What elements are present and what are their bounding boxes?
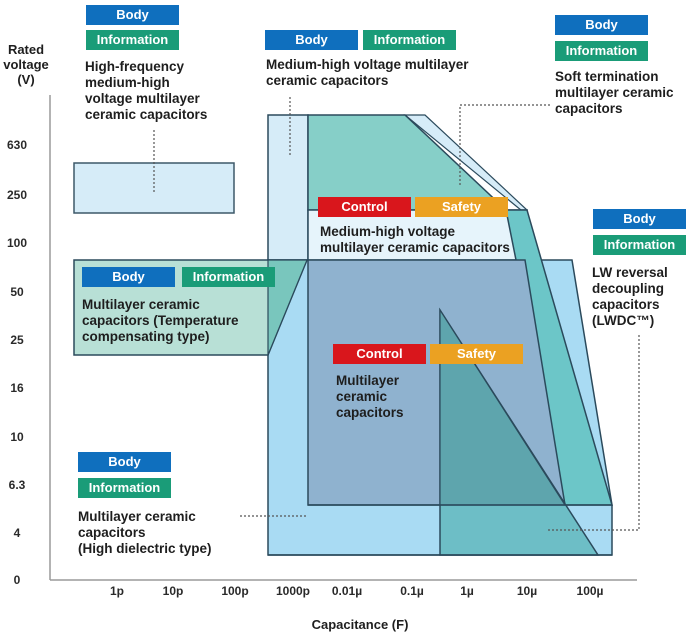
information-tag[interactable]: Information [555, 41, 648, 61]
information-tag[interactable]: Information [86, 30, 179, 50]
label-high-dielectric: Multilayer ceramic capacitors (High diel… [78, 509, 212, 556]
x-tick: 0.1µ [400, 584, 424, 598]
body-tag[interactable]: Body [593, 209, 686, 229]
information-tag[interactable]: Information [593, 235, 686, 255]
label-soft-termination: Soft termination multilayer ceramic capa… [555, 69, 674, 116]
y-tick: 4 [13, 526, 21, 540]
control-tag[interactable]: Control [333, 344, 426, 364]
y-tick: 0 [13, 573, 21, 587]
region-mhv-column [267, 114, 309, 261]
body-tag[interactable]: Body [86, 5, 179, 25]
y-tick: 50 [10, 285, 24, 299]
body-tag[interactable]: Body [265, 30, 358, 50]
x-tick: 10p [162, 584, 184, 598]
label-mlcc: Multilayer ceramic capacitors [336, 373, 404, 420]
information-tag[interactable]: Information [78, 478, 171, 498]
y-tick: 100 [6, 236, 28, 250]
safety-tag[interactable]: Safety [430, 344, 523, 364]
x-tick: 10µ [516, 584, 538, 598]
x-axis-title: Capacitance (F) [311, 617, 409, 632]
leader-lines [153, 97, 640, 531]
body-tag[interactable]: Body [82, 267, 175, 287]
y-axis-title: Rated voltage (V) [3, 42, 49, 87]
y-tick: 250 [6, 188, 28, 202]
safety-tag[interactable]: Safety [415, 197, 508, 217]
label-high-frequency: High-frequency medium-high voltage multi… [85, 59, 208, 122]
x-tick: 1µ [460, 584, 474, 598]
x-tick: 1000p [275, 584, 311, 598]
control-tag[interactable]: Control [318, 197, 411, 217]
information-tag[interactable]: Information [182, 267, 275, 287]
label-lwdc: LW reversal decoupling capacitors (LWDC™… [592, 265, 668, 328]
y-tick: 10 [10, 430, 24, 444]
region-temp-comp-overlap [267, 259, 308, 356]
label-mhv-control: Medium-high voltage multilayer ceramic c… [320, 224, 510, 255]
y-tick: 25 [10, 333, 24, 347]
body-tag[interactable]: Body [78, 452, 171, 472]
x-tick: 100p [221, 584, 249, 598]
y-tick: 6.3 [8, 478, 26, 492]
label-mhv: Medium-high voltage multilayer ceramic c… [266, 57, 469, 88]
y-tick: 630 [6, 138, 28, 152]
x-tick: 0.01µ [331, 584, 363, 598]
x-tick: 100µ [576, 584, 604, 598]
y-tick: 16 [10, 381, 24, 395]
label-temp-comp: Multilayer ceramic capacitors (Temperatu… [82, 297, 239, 344]
body-tag[interactable]: Body [555, 15, 648, 35]
information-tag[interactable]: Information [363, 30, 456, 50]
x-tick: 1p [109, 584, 124, 598]
